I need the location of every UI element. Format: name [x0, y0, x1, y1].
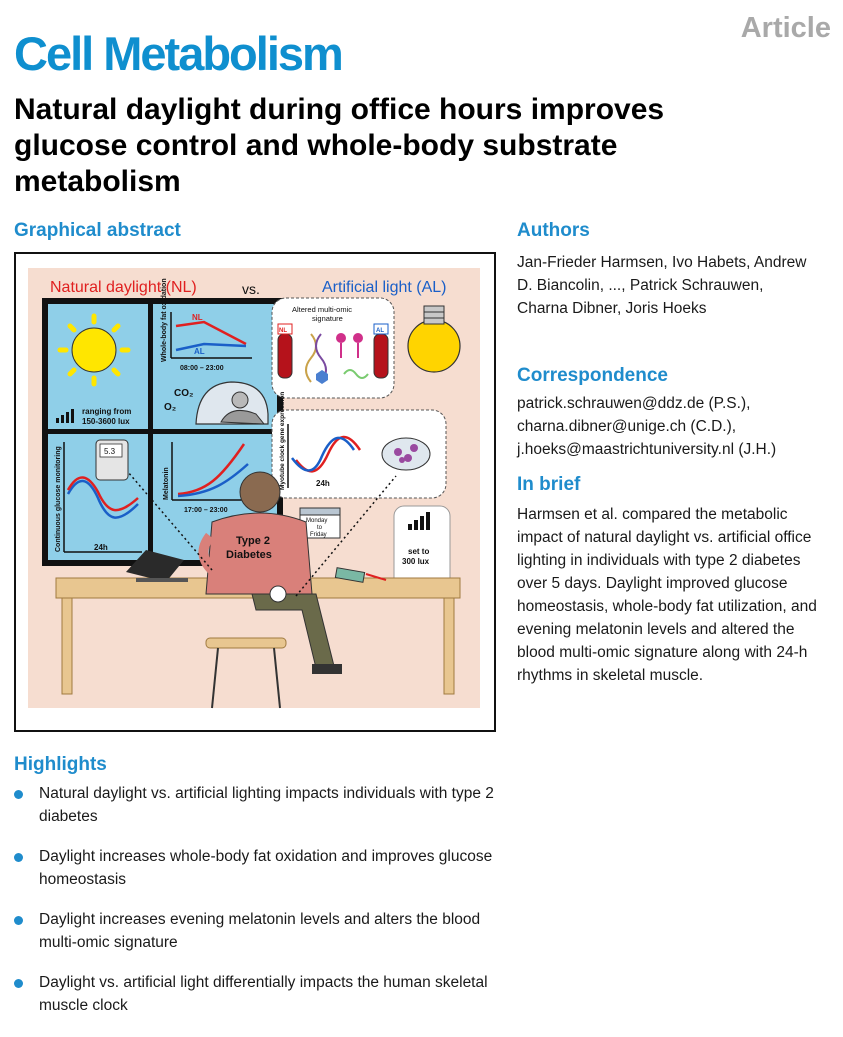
multiomic-line1: Altered multi-omic	[292, 305, 352, 314]
correspondence-heading: Correspondence	[517, 365, 668, 386]
article-title: Natural daylight during office hours imp…	[14, 93, 665, 198]
molecules-icon	[316, 333, 369, 384]
fat-ox-nl-label: NL	[192, 313, 203, 322]
lux-range-line2: 150-3600 lux	[82, 417, 130, 426]
o2-label: O₂	[164, 402, 176, 413]
co2-label: CO₂	[174, 388, 193, 399]
glucose-nl-curve	[66, 476, 139, 512]
journal-name: Cell Metabolism	[14, 27, 344, 80]
person-line1: Type 2	[236, 535, 270, 547]
laptop-icon	[126, 550, 188, 582]
highlights-list: Natural daylight vs. artificial lighting…	[14, 782, 514, 1034]
lux-bars-icon	[56, 409, 74, 423]
melatonin-nl-curve	[177, 443, 246, 496]
tube-al-label: AL	[376, 328, 384, 334]
glucose-reading: 5.3	[104, 447, 116, 456]
highlight-item: Daylight vs. artificial light differenti…	[14, 971, 514, 1017]
glucose-time: 24h	[94, 543, 108, 552]
clock-gene-ylabel: Myotube clock gene expression	[279, 392, 286, 490]
highlight-item: Daylight increases whole-body fat oxidat…	[14, 845, 514, 891]
email-link[interactable]: charna.dibner@unige.ch (C.D.),	[517, 418, 737, 435]
clock-gene-time: 24h	[316, 479, 330, 488]
highlight-text: Daylight increases evening melatonin lev…	[39, 911, 481, 951]
email-link[interactable]: patrick.schrauwen@ddz.de (P.S.),	[517, 395, 751, 412]
vs-label: vs.	[242, 281, 260, 297]
sun-icon	[57, 313, 131, 387]
person-illustration	[198, 471, 342, 674]
calendar-line3: Friday	[310, 532, 327, 538]
tube-nl-label: NL	[279, 328, 287, 334]
authors-list: Jan-Frieder Harmsen, Ivo Habets, Andrew …	[517, 254, 807, 317]
lux-set-line1: set to	[408, 547, 429, 556]
bullet-icon	[14, 790, 23, 799]
in-brief-text: Harmsen et al. compared the metabolic im…	[517, 506, 817, 684]
graphical-abstract-figure: Natural daylight (NL) vs. Artificial lig…	[14, 252, 496, 732]
calorimetry-hood-icon	[195, 381, 269, 425]
petri-dish-icon	[381, 437, 431, 471]
lux-meter-bars-icon	[408, 512, 430, 530]
bullet-icon	[14, 979, 23, 988]
al-title: Artificial light (AL)	[322, 279, 446, 296]
authors-heading: Authors	[517, 220, 590, 241]
highlight-text: Daylight vs. artificial light differenti…	[39, 974, 488, 1014]
light-bulb-icon	[407, 305, 461, 373]
lux-set-line2: 300 lux	[402, 557, 430, 566]
correspondence-emails: patrick.schrauwen@ddz.de (P.S.), charna.…	[517, 392, 837, 461]
article-type-label: Article	[740, 12, 831, 44]
calendar-line2: to	[317, 525, 323, 531]
melatonin-al-curve	[177, 463, 249, 498]
fat-ox-al-line	[175, 342, 247, 352]
multiomic-line2: signature	[312, 314, 343, 323]
fat-ox-time: 08:00 – 23:00	[180, 365, 224, 372]
email-link[interactable]: j.hoeks@maastrichtuniversity.nl (J.H.)	[517, 441, 777, 458]
notebook-icon	[334, 567, 387, 583]
glucose-ylabel: Continuous glucose monitoring	[55, 446, 62, 552]
highlights-heading: Highlights	[14, 754, 107, 775]
multiomic-bubble	[271, 297, 395, 399]
highlight-text: Daylight increases whole-body fat oxidat…	[39, 848, 493, 888]
fat-ox-nl-line	[175, 320, 247, 346]
highlight-item: Daylight increases evening melatonin lev…	[14, 908, 514, 954]
graphical-abstract-heading: Graphical abstract	[14, 220, 181, 241]
glucose-al-curve	[66, 479, 139, 519]
in-brief-heading: In brief	[517, 474, 581, 495]
fat-ox-ylabel: Whole-body fat oxidation	[161, 278, 168, 362]
calendar-line1: Monday	[306, 518, 327, 524]
highlight-item: Natural daylight vs. artificial lighting…	[14, 782, 514, 828]
blood-tube-nl-icon	[277, 323, 293, 379]
melatonin-time: 17:00 – 23:00	[184, 507, 228, 514]
lux-range-line1: ranging from	[82, 407, 131, 416]
chair-illustration	[205, 637, 287, 709]
nl-title: Natural daylight (NL)	[50, 279, 197, 296]
bullet-icon	[14, 916, 23, 925]
fat-ox-al-label: AL	[194, 347, 205, 356]
blood-tube-al-icon	[373, 323, 389, 379]
person-line2: Diabetes	[226, 549, 272, 561]
bullet-icon	[14, 853, 23, 862]
highlight-text: Natural daylight vs. artificial lighting…	[39, 785, 494, 825]
clock-gene-al-curve	[291, 436, 356, 472]
glucose-monitor-icon	[95, 439, 129, 481]
calendar-icon	[299, 507, 341, 539]
melatonin-ylabel: Melatonin	[163, 467, 170, 500]
clock-gene-bubble	[271, 409, 447, 499]
